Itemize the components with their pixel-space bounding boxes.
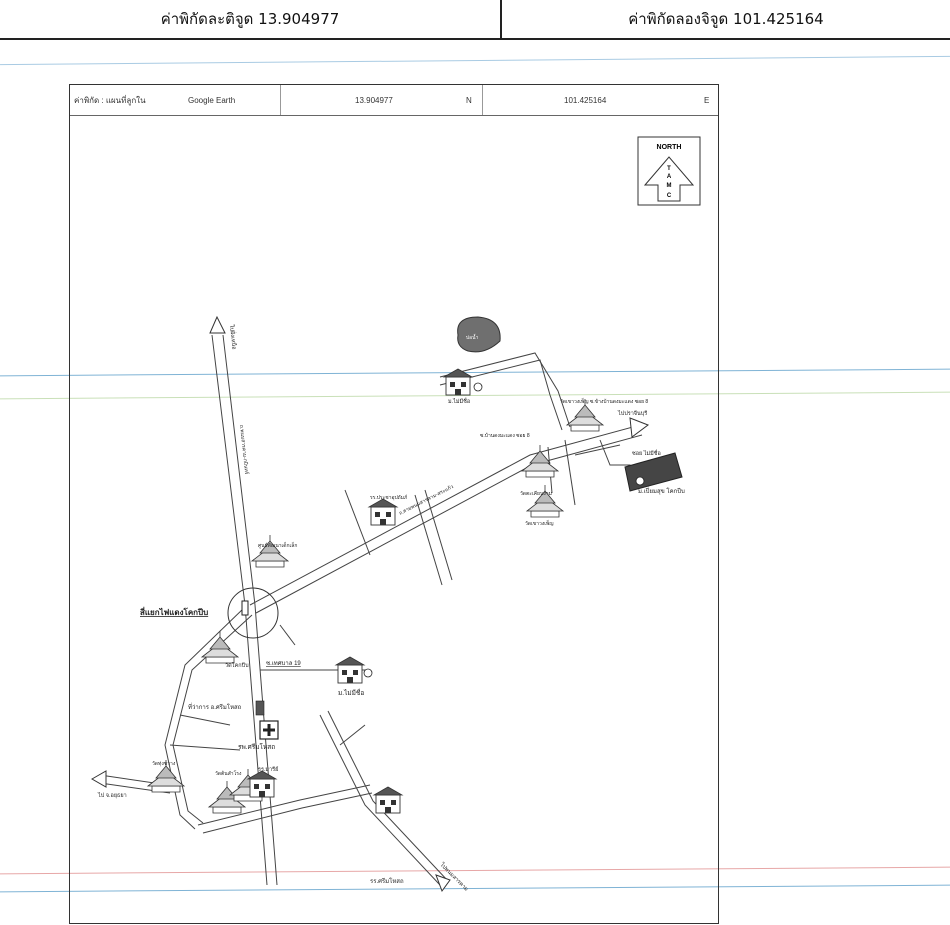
north-letter: C — [667, 193, 672, 199]
school-label: ม.ไม่มีชื่อ — [448, 397, 470, 405]
school-label: รร.มารีย์ — [258, 766, 278, 773]
lon-value: 101.425164 — [564, 95, 607, 105]
road-southeast — [319, 714, 441, 886]
source-name: Google Earth — [188, 95, 236, 105]
road-highway — [255, 434, 643, 614]
lon-direction: E — [704, 95, 710, 105]
soi-label: ซอย ไม่มีชื่อ — [632, 449, 661, 457]
south-road-arrow — [435, 874, 451, 893]
north-letter: M — [667, 183, 672, 189]
lat-value: 13.904977 — [355, 95, 393, 105]
coordinate-header: ค่าพิกัดละติจูด 13.904977 ค่าพิกัดลองจิจ… — [0, 0, 950, 40]
east-road-arrow — [629, 417, 650, 438]
sheet-header: ค่าพิกัด : แผนที่ลูกใน Google Earth 13.9… — [70, 85, 718, 116]
school-icon — [368, 498, 398, 526]
hospital-label: รพ.ศรีมโหสถ — [238, 743, 275, 751]
road-direction-label: ไปฝั่งเหนือ — [228, 323, 239, 349]
temple-label: วัดโคกปีบ — [225, 661, 249, 669]
school-label: ม.ไม่มีชื่อ — [338, 688, 364, 697]
road-bottom — [197, 784, 371, 826]
road-southwest — [164, 606, 246, 830]
north-road-arrow — [209, 315, 226, 334]
district-office-label: ที่ว่าการ อ.ศรีมโหสถ — [188, 703, 242, 711]
map-sheet: ค่าพิกัด : แผนที่ลูกใน Google Earth 13.9… — [69, 84, 719, 924]
school-label: รร.ประชาอุปถัมภ์ — [370, 494, 407, 501]
kindergarten-label: ศูนย์พัฒนาเด็กเล็ก — [258, 541, 297, 549]
school-icon — [443, 368, 473, 396]
temple-label: วัดเขาวงเพ็ญ — [525, 519, 554, 527]
longitude-label: ค่าพิกัดลองจิจูด 101.425164 — [628, 10, 824, 28]
target-school-block — [624, 452, 683, 492]
flag-icon — [255, 700, 265, 716]
header-separator — [482, 85, 483, 115]
school-icon — [373, 786, 403, 814]
temple-icon — [526, 484, 564, 518]
intersection-label: สี่แยกไฟแดงโคกปีบ — [140, 606, 208, 617]
road-southeast — [327, 710, 449, 882]
temple-icon — [521, 444, 559, 478]
location-map: NORTH T A M C สี่แยกไฟแดงโคกปีบ ม.เปี่ยม… — [90, 136, 701, 893]
school-label: รร.ศรีมโหสถ — [370, 877, 404, 885]
temple-icon — [251, 534, 289, 568]
temple-label: วัดต้นสำโรง — [215, 770, 242, 777]
temple-label: วัดเขาวงเพ็ญ ซ.ข้างบ้านดงมะแดง ซอย 8 — [560, 397, 648, 405]
header-separator — [280, 85, 281, 115]
school-icon — [335, 656, 365, 684]
west-road-arrow — [90, 770, 107, 788]
north-title: NORTH — [657, 144, 682, 151]
road-direction-label: ไปปราจีนบุรี — [617, 410, 647, 417]
source-label: ค่าพิกัด : แผนที่ลูกใน — [74, 95, 146, 105]
north-letter: T — [667, 166, 671, 172]
header-divider — [500, 0, 502, 38]
soi-label: ซ.เทศบาล 19 — [266, 660, 301, 667]
vertical-road-label: ถ.พนมสารคาม-กบินทร์ — [238, 424, 250, 474]
pond-shape — [457, 316, 501, 353]
latitude-label: ค่าพิกัดละติจูด 13.904977 — [160, 10, 340, 28]
pond-label: บ่อน้ำ — [466, 332, 479, 341]
road-direction-label: ไป จ.อยุธยา — [97, 792, 127, 799]
school-icon — [247, 770, 277, 798]
north-arrow: NORTH T A M C — [637, 136, 701, 206]
road-highway — [249, 424, 641, 606]
lat-direction: N — [466, 95, 472, 105]
scan-line — [0, 55, 950, 66]
road-bottom — [202, 792, 373, 834]
north-letter: A — [667, 174, 672, 180]
traffic-light-icon — [241, 600, 249, 616]
target-school-label: ม.เปี่ยมสุข โคกปีบ — [638, 487, 685, 495]
soi-label: ซ.บ้านดงมะแดง ซอย 8 — [480, 432, 530, 439]
temple-icon — [201, 630, 239, 664]
temple-label: วัดตะเคียนงาม — [520, 490, 552, 497]
intersection-circle — [227, 587, 279, 639]
temple-label: วัดทุ่งขวาง — [152, 761, 176, 767]
